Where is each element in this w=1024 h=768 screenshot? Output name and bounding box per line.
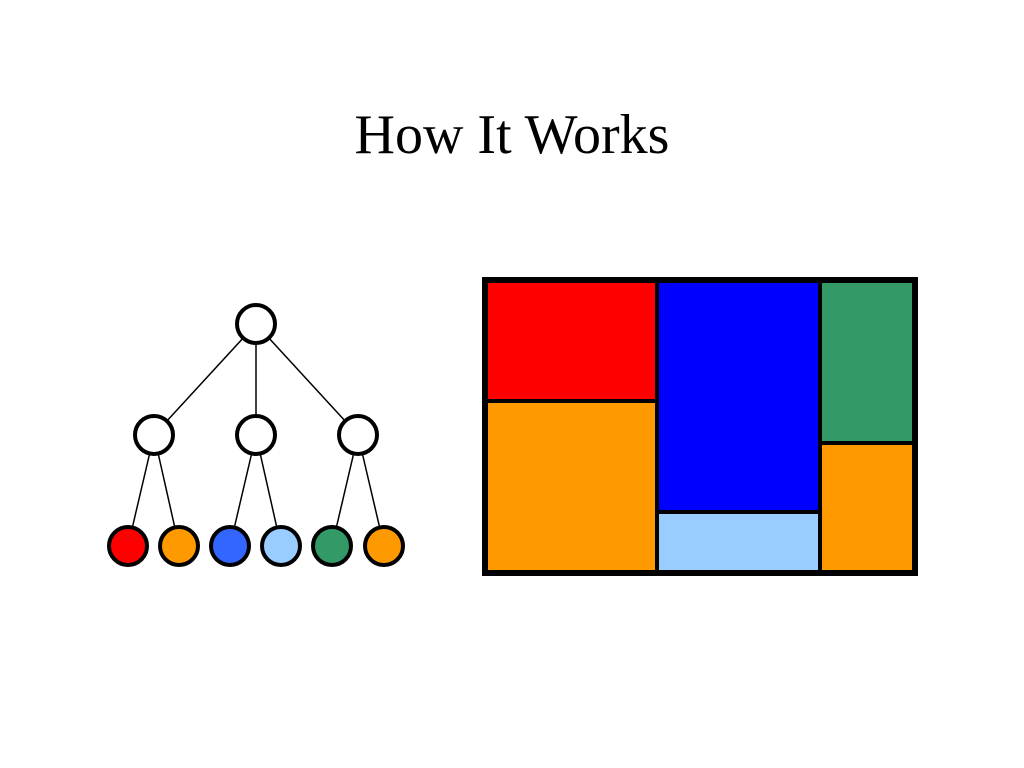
tree-edge — [255, 323, 359, 436]
tree-leaf-orange — [363, 525, 405, 567]
treemap-cell-light-blue — [655, 510, 822, 575]
tree-leaf-red — [107, 525, 149, 567]
treemap-cell-red — [483, 278, 659, 403]
tree-leaf-orange — [158, 525, 200, 567]
treemap-frame — [482, 277, 918, 576]
treemap-cell-orange — [483, 399, 659, 575]
treemap-cell-green — [818, 278, 917, 445]
tree-leaf-blue — [209, 525, 251, 567]
tree-child-node — [235, 414, 277, 456]
tree-child-node — [337, 414, 379, 456]
treemap-cell-orange — [818, 441, 917, 575]
tree-root-node — [235, 303, 277, 345]
slide-title: How It Works — [354, 104, 670, 166]
tree-edge — [153, 323, 257, 436]
treemap-cell-blue — [655, 278, 822, 514]
tree-leaf-light-blue — [260, 525, 302, 567]
tree-diagram — [107, 303, 405, 567]
tree-leaf-green — [311, 525, 353, 567]
tree-child-node — [133, 414, 175, 456]
treemap — [482, 277, 918, 576]
